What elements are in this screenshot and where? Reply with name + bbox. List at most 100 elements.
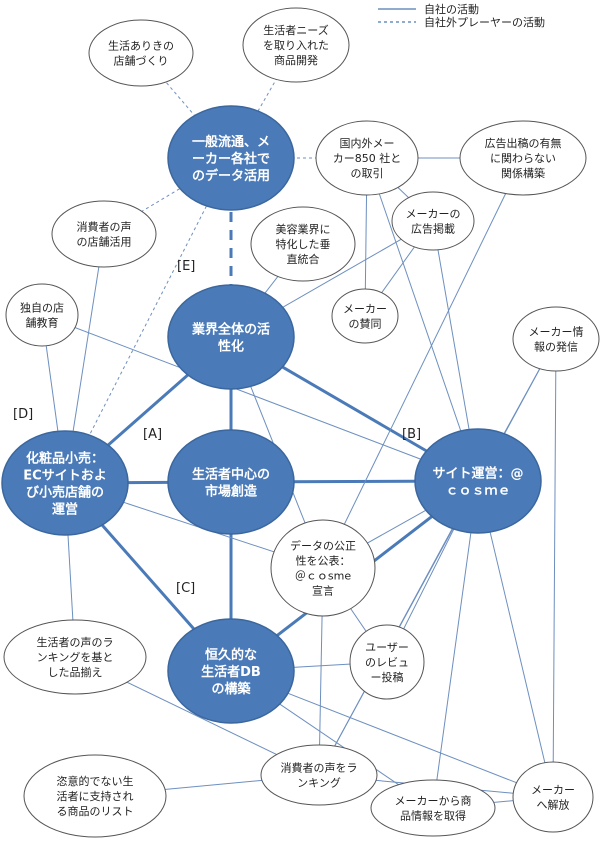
bubble-label-line: データの公正 — [290, 539, 356, 553]
bubble-label-line: 生活者の声のラ — [37, 635, 114, 649]
hub-ellipse — [167, 618, 295, 724]
bubble-label-line: 品情報を取得 — [400, 810, 466, 823]
bubble-label-line: に関わらない — [490, 152, 556, 165]
bubble-label-line: 消費者の声をラ — [281, 761, 358, 775]
bubble-ellipse — [5, 283, 79, 347]
hub-label-line: サイト運営：@ — [432, 466, 523, 482]
bubble-label-line: 直統合 — [287, 252, 320, 266]
bubble-ellipse — [242, 7, 350, 83]
hub-label-line: のデータ活用 — [192, 168, 270, 184]
bubble-ellipse — [459, 120, 587, 196]
bubble-label-line: ー投稿 — [371, 670, 404, 684]
bubble-label-line: メーカー — [531, 784, 575, 797]
bubble-label-line: 恣意的でない生 — [57, 774, 134, 788]
bubble-label-line: 美容業界に — [276, 222, 331, 236]
bubble-label-line: を取り入れた — [263, 39, 329, 52]
bubble-label-line: した品揃え — [48, 666, 103, 679]
bubble-label-line: カー850 社と — [333, 151, 402, 165]
hub-label-line: 性化 — [218, 339, 244, 355]
bubble-label-line: 広告掲載 — [411, 222, 455, 236]
bubble-label-line: 生活ありきの — [108, 39, 174, 53]
bubble-label-line: 国内外メー — [340, 136, 395, 150]
hub-label-line: 生活者中心の — [192, 467, 270, 483]
bubble-label-line: 店舗づくり — [114, 54, 169, 68]
hub-label-line: 化粧品小売： — [26, 451, 104, 467]
bubble-ellipse — [331, 288, 399, 344]
bubble-label-line: 関係構築 — [501, 166, 545, 180]
hub-label-line: 一般流通、メ — [192, 134, 270, 150]
section-label-a: [A] — [143, 427, 162, 442]
bubble-ellipse — [250, 206, 356, 282]
bubble-label-line: の店舗活用 — [77, 235, 132, 249]
bubble-label-line: 舗教育 — [26, 316, 59, 330]
bubble-label-line: へ解放 — [537, 798, 570, 812]
bubble-label-line: ＠ｃｏsme — [295, 570, 351, 583]
hub-label-line: ｃｏｓｍｅ — [445, 484, 510, 499]
hub-label-line: ECサイトおよ — [23, 469, 106, 484]
bubble-label-line: メーカーから商 — [395, 794, 472, 808]
bubble-label-line: ユーザー — [365, 641, 409, 654]
bubble-label-line: 活者に支持され — [57, 789, 134, 803]
hub-label-line: 生活者DB — [201, 664, 261, 680]
legend-dashed-label: 自社外プレーヤーの活動 — [424, 15, 545, 29]
bubble-label-line: 消費者の声 — [77, 220, 132, 234]
section-label-d: [D] — [13, 407, 33, 422]
hub-ellipse — [414, 428, 542, 534]
bubble-ellipse — [3, 619, 147, 695]
bubble-ellipse — [349, 624, 425, 700]
bubble-ellipse — [88, 19, 194, 87]
bubble-label-line: のレビュ — [365, 656, 409, 669]
bubble-ellipse — [370, 779, 496, 837]
hub-label-line: ーカー各社で — [192, 151, 270, 167]
bubble-label-line: メーカー — [343, 303, 387, 316]
bubble-label-line: ンキングを基と — [37, 650, 114, 664]
bubble-ellipse — [270, 519, 376, 617]
section-label-b: [B] — [402, 427, 421, 442]
bubble-ellipse — [512, 306, 600, 372]
bubble-label-line: ンキング — [297, 776, 341, 790]
section-label-c: [C] — [176, 581, 195, 596]
activity-link — [41, 314, 479, 482]
bubble-label-line: る商品のリスト — [57, 804, 134, 818]
section-labels: [A] [B] [C] [D] [E] — [13, 259, 421, 596]
bubble-ellipse — [51, 200, 157, 268]
bubble-label-line: 独自の店 — [20, 301, 64, 315]
hub-label-line: 業界全体の活 — [191, 322, 270, 338]
bubble-ellipse — [260, 744, 378, 806]
bubble-ellipse — [315, 120, 419, 196]
hub-label-line: 市場創造 — [205, 484, 258, 500]
activity-link — [552, 338, 557, 798]
hub-label-line: び小売店舗の — [26, 485, 104, 501]
bubble-label-line: 広告出稿の有無 — [485, 136, 562, 150]
hub-label-line: 恒久的な — [205, 647, 257, 663]
hub-node-site: サイト運営：@ ｃｏｓｍｅ — [414, 428, 542, 534]
activity-link — [322, 157, 524, 569]
hub-label-line: の構築 — [211, 681, 251, 697]
activity-link — [477, 480, 554, 798]
bubble-label-line: 商品開発 — [274, 53, 318, 67]
bubble-label-line: メーカー情 — [529, 326, 584, 339]
hub-ellipse — [167, 429, 295, 535]
bubble-label-line: の賛同 — [349, 317, 382, 331]
bubble-label-line: 生活者ニーズ — [263, 23, 328, 37]
